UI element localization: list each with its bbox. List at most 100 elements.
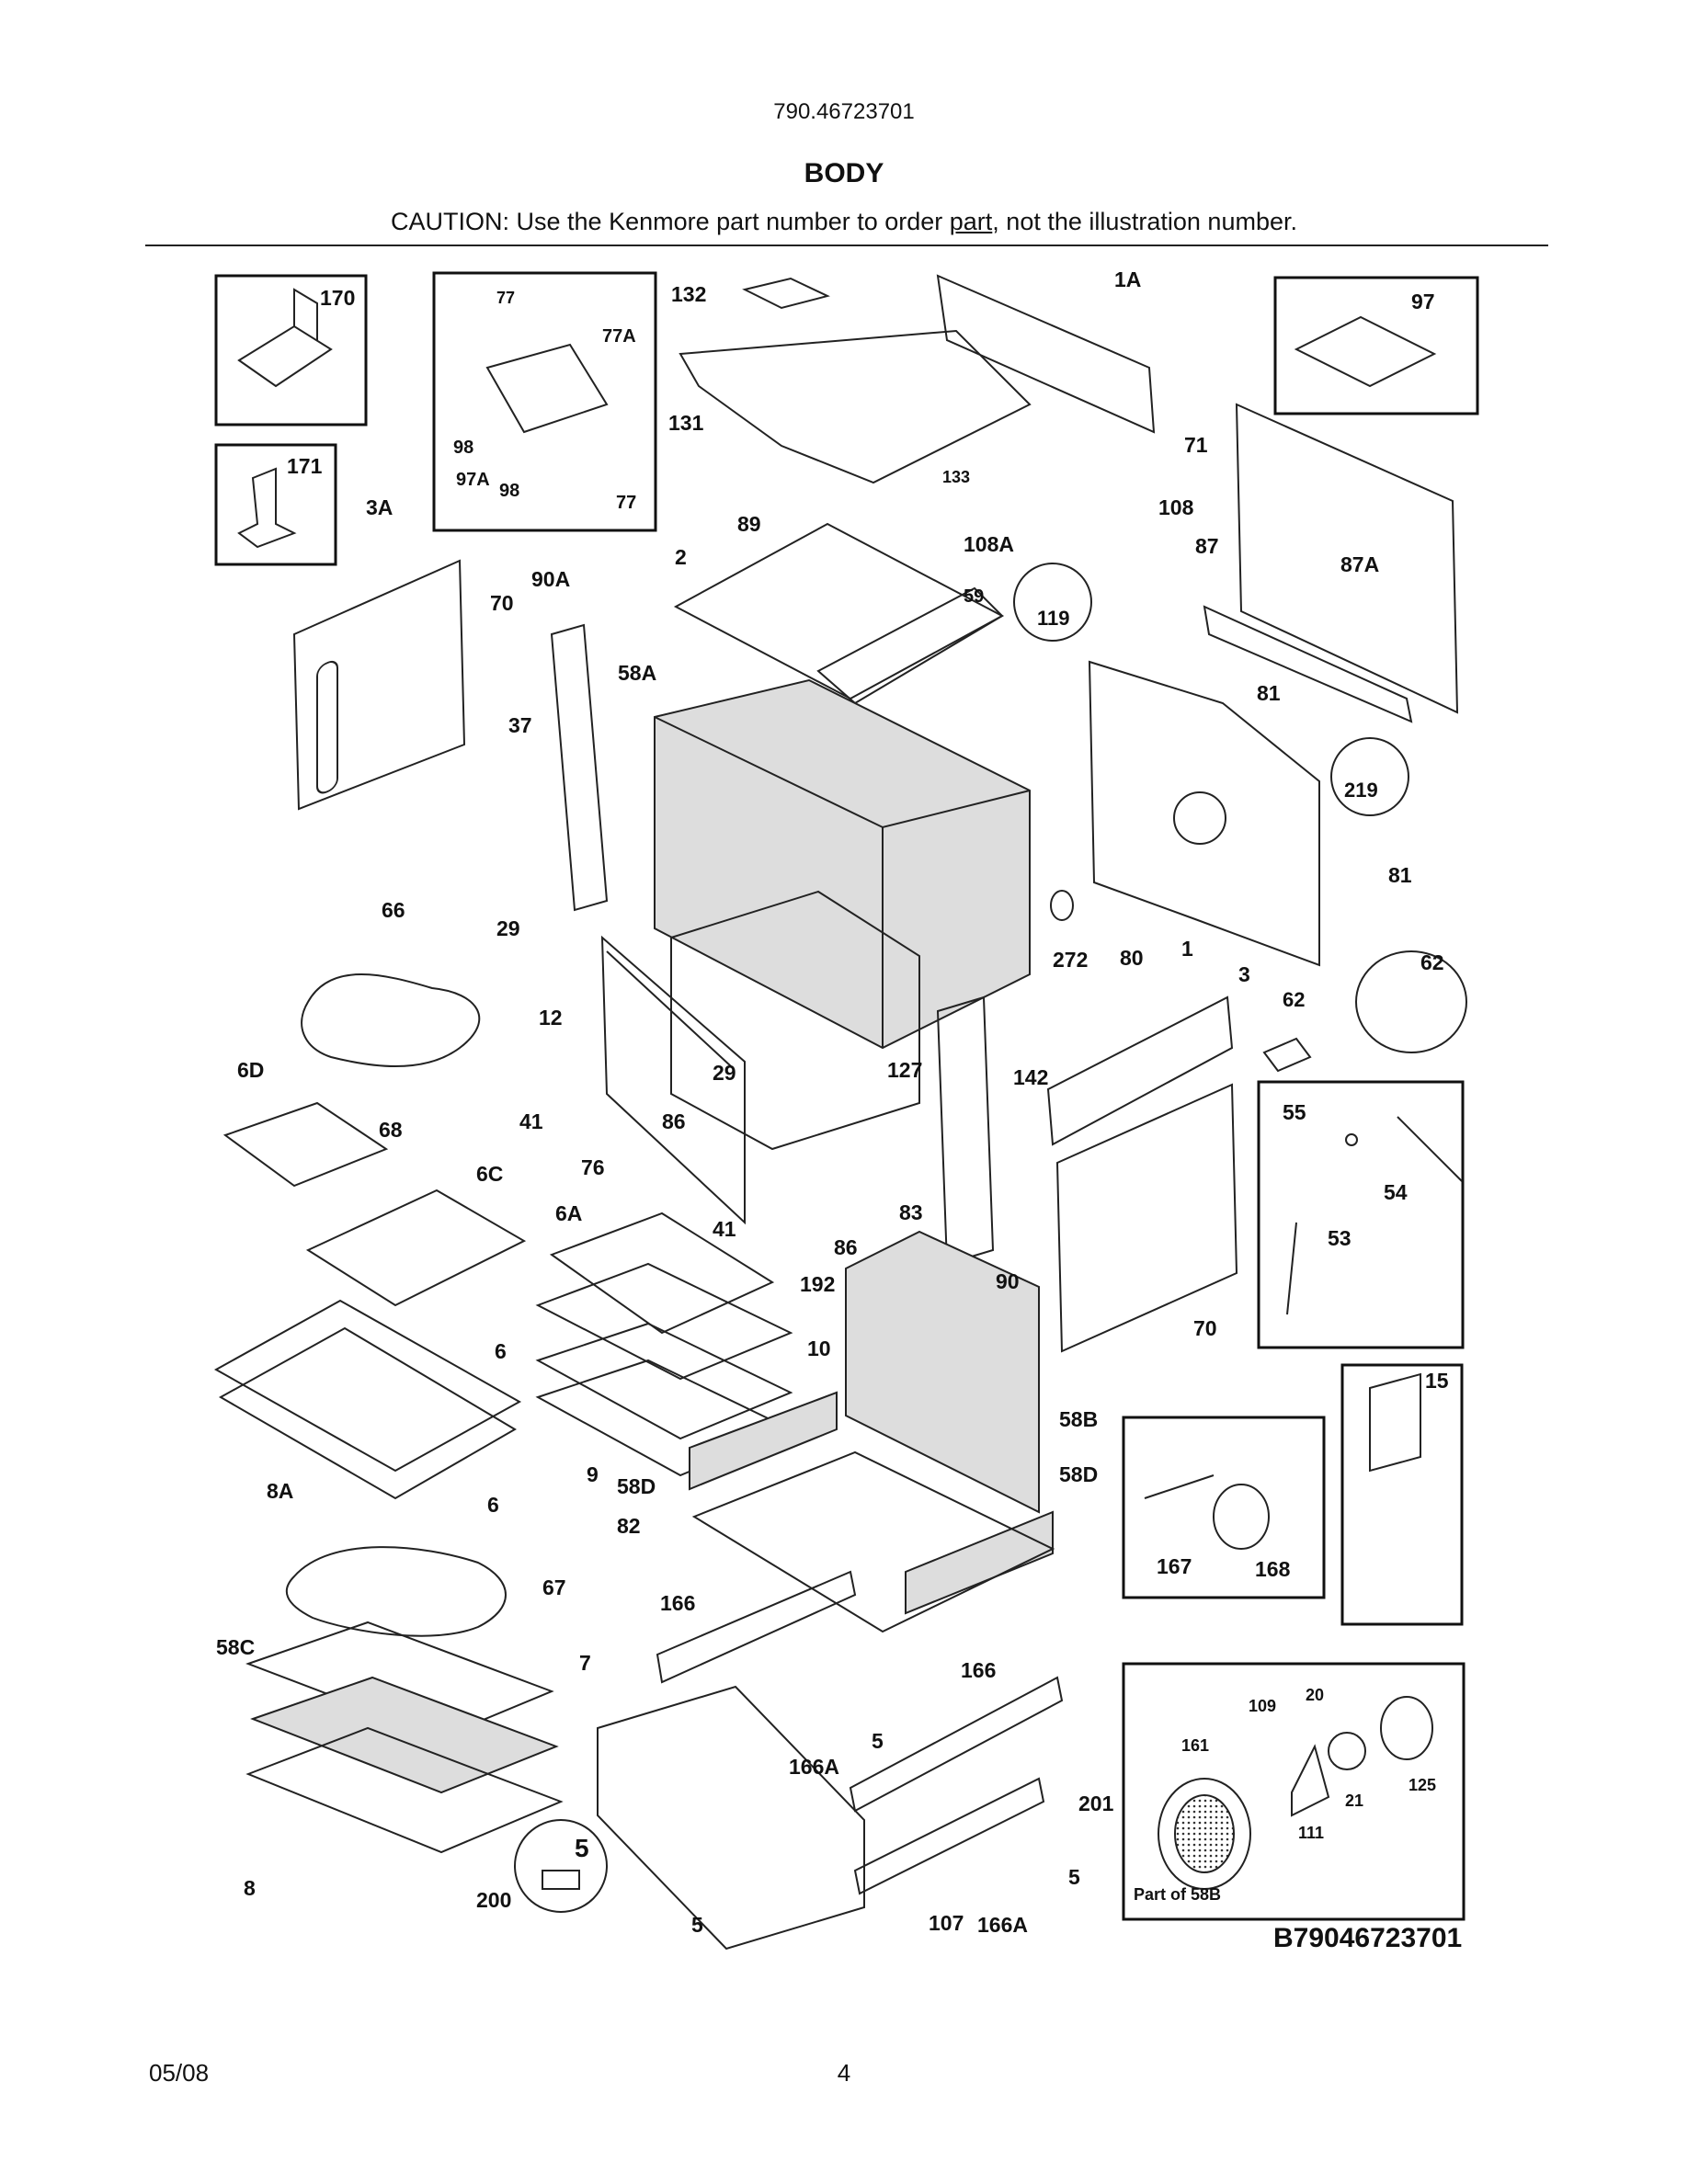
callout-label: 58A [618,661,656,685]
part-drawings [213,274,1467,1951]
callout-label: 37 [508,713,532,737]
callout-label: 170 [320,286,355,310]
callout-label: 166A [789,1755,839,1779]
callout-label: 68 [379,1118,403,1142]
callout-label: 86 [662,1109,686,1133]
callout-label: 54 [1384,1180,1408,1204]
callout-label: 111 [1298,1824,1324,1842]
callout-label: 5 [1068,1865,1080,1889]
drawing-number: B79046723701 [1273,1923,1462,1953]
callout-label: 167 [1157,1554,1192,1578]
callout-label: 8A [267,1479,293,1503]
callout-label: 90A [531,567,570,591]
caution-suffix: , not the illustration number. [992,208,1297,235]
callout-label: 86 [834,1235,858,1259]
callout-label: 81 [1388,863,1412,887]
callout-label: 5 [872,1729,884,1753]
callout-label: 90 [996,1269,1020,1293]
callout-label: 133 [942,468,970,486]
callout-label: 76 [581,1155,605,1179]
callout-label: 58C [216,1635,255,1659]
callout-label: 168 [1255,1557,1291,1581]
callout-label: 15 [1425,1369,1449,1393]
callout-label: 29 [496,916,520,940]
callout-label: 119 [1037,607,1070,630]
callout-label: 97 [1411,290,1435,313]
callout-label: 81 [1257,681,1281,705]
callout-label: 20 [1306,1686,1324,1704]
callout-label: 83 [899,1200,923,1224]
callout-label: 80 [1120,946,1144,970]
callout-label: 62 [1283,988,1305,1011]
footer-page-number: 4 [837,2059,851,2087]
callout-label: 98 [453,438,473,458]
footer-date: 05/08 [149,2059,210,2087]
caution-underlined: part [949,208,993,235]
callout-label: 87 [1195,534,1219,558]
callout-label: 9 [587,1462,599,1486]
callout-label: 71 [1184,433,1208,457]
callout-label: 142 [1013,1065,1048,1089]
callout-label: 6 [487,1493,499,1517]
callout-label: 77A [602,326,636,347]
callout-label: 6D [237,1058,264,1082]
callout-label: 108 [1158,495,1194,519]
header-rule [145,245,1548,246]
callout-label: 5 [575,1834,589,1862]
callout-label: 8 [244,1876,256,1900]
callout-label: 55 [1283,1100,1306,1124]
callout-label: 272 [1053,948,1088,972]
callout-label: 166 [660,1591,695,1615]
callout-label: 107 [929,1911,964,1935]
callout-label: 66 [382,898,405,922]
callout-label: 53 [1328,1226,1352,1250]
callout-label: 77 [616,493,636,513]
callout-label: 5 [691,1913,703,1937]
callout-label: 98 [499,481,519,501]
callout-label: 6 [495,1339,507,1363]
callout-label: 161 [1181,1736,1209,1755]
callout-label: 192 [800,1272,835,1296]
callout-label: 219 [1344,779,1378,802]
callout-label: 12 [539,1006,563,1029]
callout-label: 201 [1078,1792,1114,1815]
callout-label: 131 [668,411,704,435]
callout-labels: 170 77 77A 98 97A 98 77 171 132 1A 97 13… [216,267,1449,1937]
callout-label: 67 [542,1575,566,1599]
callout-label: 171 [287,454,323,478]
callout-label: 3A [366,495,393,519]
callout-label: 70 [490,591,514,615]
callout-label: 41 [519,1109,543,1133]
model-number: 790.46723701 [773,99,915,124]
callout-label: 108A [964,532,1014,556]
callout-label: 7 [579,1651,591,1675]
callout-label: 41 [713,1217,736,1241]
callout-label: 127 [887,1058,922,1082]
callout-label: 59 [964,586,984,607]
callout-label: 70 [1193,1316,1217,1340]
callout-label: 58D [1059,1462,1098,1486]
callout-label: Part of 58B [1134,1885,1221,1904]
callout-label: 2 [675,545,687,569]
section-title: BODY [804,158,884,188]
callout-label: 62 [1420,950,1444,974]
callout-label: 97A [456,470,490,490]
callout-label: 87A [1340,552,1379,576]
callout-label: 58B [1059,1407,1098,1431]
callout-label: 1A [1114,267,1141,291]
callout-label: 29 [713,1061,736,1085]
callout-label: 3 [1238,962,1250,986]
callout-label: 21 [1345,1792,1363,1810]
caution-prefix: CAUTION: Use the Kenmore part number to … [391,208,950,235]
callout-label: 77 [496,289,515,307]
callout-label: 109 [1249,1697,1276,1715]
callout-label: 6A [555,1201,582,1225]
callout-label: 200 [476,1888,511,1912]
callout-label: 166A [977,1913,1028,1937]
callout-label: 82 [617,1514,641,1538]
callout-label: 1 [1181,937,1193,961]
caution-note: CAUTION: Use the Kenmore part number to … [0,208,1688,236]
callout-label: 125 [1409,1776,1436,1794]
callout-label: 166 [961,1658,996,1682]
